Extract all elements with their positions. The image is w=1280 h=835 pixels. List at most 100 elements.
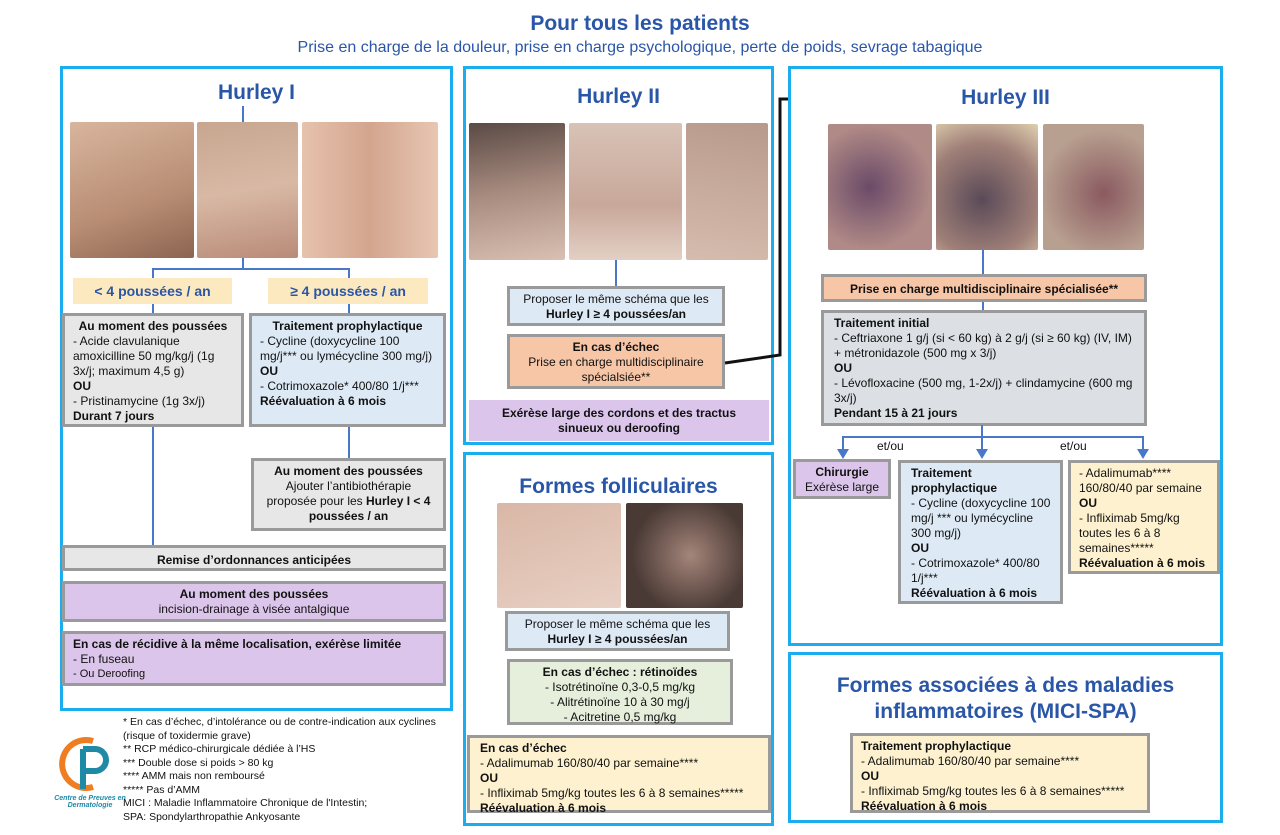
box-line: Ajouter l’antibiothérapie proposée pour … bbox=[266, 479, 412, 508]
box-ou: OU bbox=[861, 769, 879, 783]
clinical-photo bbox=[497, 503, 621, 608]
box-line: incision-drainage à visée antalgique bbox=[158, 602, 350, 616]
box-title: Au moment des poussées bbox=[179, 587, 329, 601]
box-title: En cas d’échec bbox=[480, 741, 567, 755]
footnote: MICI : Maladie Inflammatoire Chronique d… bbox=[123, 797, 368, 809]
flare-treatment-box: Au moment des poussées - Acide clavulani… bbox=[62, 313, 244, 427]
box-title: Traitement prophylactique bbox=[861, 739, 1012, 753]
box-title: Chirurgie bbox=[815, 465, 869, 479]
associated-forms-title: Formes associées à des maladies inflamma… bbox=[836, 674, 1175, 723]
box-title: Traitement prophylactique bbox=[911, 466, 998, 495]
footnote: * En cas d’échec, d’intolérance ou de co… bbox=[123, 716, 436, 742]
and-or-label: et/ou bbox=[1060, 439, 1087, 453]
same-scheme-box: Proposer le même schéma que les Hurley I… bbox=[507, 286, 725, 326]
box-line: - Acide clavulanique amoxicilline 50 mg/… bbox=[73, 334, 215, 378]
box-ou: OU bbox=[260, 364, 278, 378]
box-title: Au moment des poussées bbox=[78, 319, 228, 333]
box-bold: Hurley I ≥ 4 poussées/an bbox=[547, 632, 688, 646]
box-line: - Adalimumab 160/80/40 par semaine**** bbox=[480, 756, 699, 770]
prophylactic-box: Traitement prophylactique - Cycline (dox… bbox=[898, 460, 1063, 604]
box-footer: Réévaluation à 6 mois bbox=[260, 394, 387, 408]
retinoids-box: En cas d’échec : rétinoïdes - Isotrétino… bbox=[507, 659, 733, 725]
clinical-photo bbox=[197, 122, 298, 258]
box-footer: Réévaluation à 6 mois bbox=[911, 586, 1038, 600]
footnote: **** AMM mais non remboursé bbox=[123, 770, 265, 782]
box-footer: Pendant 15 à 21 jours bbox=[834, 406, 958, 420]
box-title: Traitement initial bbox=[834, 316, 930, 330]
footnotes: * En cas d’échec, d’intolérance ou de co… bbox=[123, 716, 463, 824]
wide-excision-box: Exérèse large des cordons et des tractus… bbox=[469, 400, 769, 441]
box-line: - Cotrimoxazole* 400/80 1/j*** bbox=[911, 556, 1040, 585]
box-title: Au moment des poussées bbox=[274, 464, 423, 478]
hurley3-title: Hurley III bbox=[961, 86, 1050, 109]
page-subtitle: Prise en charge de la douleur, prise en … bbox=[297, 39, 983, 56]
box-ou: OU bbox=[1079, 496, 1097, 510]
footnote: *** Double dose si poids > 80 kg bbox=[123, 756, 274, 769]
footnote: ***** Pas d’AMM bbox=[123, 783, 201, 796]
box-line: - Adalimumab**** 160/80/40 par semaine bbox=[1079, 466, 1202, 495]
box-line: - Pristinamycine (1g 3x/j) bbox=[73, 394, 206, 408]
clinical-photo bbox=[302, 122, 438, 258]
cpd-logo bbox=[59, 737, 109, 791]
connector bbox=[982, 302, 984, 310]
box-line: - Lévofloxacine (500 mg, 1-2x/j) + clind… bbox=[834, 376, 1133, 405]
badge-high-flares: ≥ 4 poussées / an bbox=[268, 278, 428, 304]
box-line: - Infliximab 5mg/kg toutes les 6 à 8 sem… bbox=[861, 784, 1125, 798]
box-line: - Infliximab 5mg/kg toutes les 6 à 8 sem… bbox=[480, 786, 744, 800]
surgery-box: Chirurgie Exérèse large bbox=[793, 459, 891, 499]
follicular-title: Formes folliculaires bbox=[519, 475, 718, 498]
box-footer: Durant 7 jours bbox=[73, 409, 155, 423]
box-footer: Réévaluation à 6 mois bbox=[480, 801, 607, 815]
box-line: - Isotrétinoïne 0,3-0,5 mg/kg bbox=[544, 680, 696, 694]
logo-text: Centre de Preuves en Dermatologie bbox=[54, 795, 126, 809]
box-bold: Hurley I < 4 poussées / an bbox=[308, 494, 431, 523]
add-antibiotic-box: Au moment des poussées Ajouter l’antibio… bbox=[251, 458, 446, 531]
box-ou: OU bbox=[480, 771, 498, 785]
connector bbox=[615, 260, 617, 286]
box-ou: OU bbox=[73, 379, 91, 393]
footnote: SPA: Spondylarthropathie Ankyosante bbox=[123, 810, 301, 823]
box-line: - En fuseau bbox=[73, 652, 135, 666]
box-title: En cas de récidive à la même localisatio… bbox=[73, 637, 402, 651]
incision-box: Au moment des poussées incision-drainage… bbox=[62, 581, 446, 622]
clinical-photo bbox=[626, 503, 743, 608]
biologics-box: - Adalimumab**** 160/80/40 par semaine O… bbox=[1068, 460, 1220, 574]
box-title: Remise d’ordonnances anticipées bbox=[156, 553, 352, 567]
initial-treatment-box: Traitement initial - Ceftriaxone 1 g/j (… bbox=[821, 310, 1147, 426]
box-line: - Ceftriaxone 1 g/j (si < 60 kg) à 2 g/j… bbox=[834, 331, 1132, 360]
clinical-photo bbox=[469, 123, 565, 260]
box-line: Prise en charge multidisciplinaire spéci… bbox=[528, 355, 704, 384]
connector bbox=[242, 258, 244, 268]
clinical-photo bbox=[1043, 124, 1144, 250]
box-ou: OU bbox=[911, 541, 929, 555]
box-line: - Cycline (doxycycline 100 mg/j*** ou ly… bbox=[260, 334, 433, 363]
prophylactic-box: Traitement prophylactique - Cycline (dox… bbox=[249, 313, 446, 427]
box-title: Prise en charge multidisciplinaire spéci… bbox=[849, 282, 1119, 296]
associated-treatment-box: Traitement prophylactique - Adalimumab 1… bbox=[850, 733, 1150, 813]
box-line: Proposer le même schéma que les bbox=[524, 617, 711, 631]
same-scheme-box: Proposer le même schéma que les Hurley I… bbox=[505, 611, 730, 651]
box-line: - Ou Deroofing bbox=[73, 668, 146, 680]
box-line: - Acitretine 0,5 mg/kg bbox=[563, 710, 677, 724]
clinical-photo bbox=[70, 122, 194, 258]
clinical-photo bbox=[569, 123, 682, 260]
clinical-photo bbox=[828, 124, 932, 250]
page-title: Pour tous les patients bbox=[530, 12, 750, 35]
hurley2-title: Hurley II bbox=[577, 85, 660, 108]
footnote: ** RCP médico-chirurgicale dédiée à l’HS bbox=[123, 743, 316, 755]
clinical-photo bbox=[936, 124, 1038, 250]
box-footer: Réévaluation à 6 mois bbox=[1079, 556, 1206, 570]
box-line: Proposer le même schéma que les bbox=[523, 292, 709, 306]
box-line: - Cycline (doxycycline 100 mg/j *** ou l… bbox=[911, 496, 1051, 540]
box-line: - Adalimumab 160/80/40 par semaine**** bbox=[861, 754, 1080, 768]
box-title: Traitement prophylactique bbox=[272, 319, 423, 333]
failure-box: En cas d’échec Prise en charge multidisc… bbox=[507, 334, 725, 389]
box-footer: Réévaluation à 6 mois bbox=[861, 799, 988, 813]
box-title: Exérèse large des cordons et des tractus… bbox=[501, 406, 737, 435]
multidisciplinary-box: Prise en charge multidisciplinaire spéci… bbox=[821, 274, 1147, 302]
connector bbox=[152, 268, 349, 270]
anticipated-prescriptions-box: Remise d’ordonnances anticipées bbox=[62, 545, 446, 571]
branch-arrows bbox=[837, 425, 1149, 459]
box-bold: Hurley I ≥ 4 poussées/an bbox=[546, 307, 686, 321]
connector bbox=[242, 106, 244, 122]
